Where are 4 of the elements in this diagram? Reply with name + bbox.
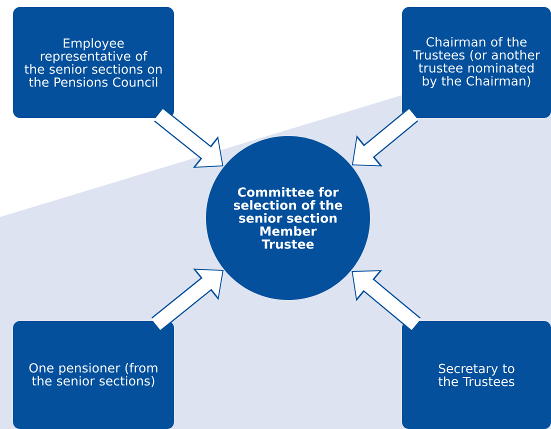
member-box: Secretary to the Trustees xyxy=(402,321,551,429)
member-box: One pensioner (from the senior sections) xyxy=(13,321,174,429)
member-box: Employee representative of the senior sections on the Pensions Council xyxy=(13,7,174,118)
member-box: Chairman of the Trustees (or another trustee nominated by the Chairman) xyxy=(402,7,551,118)
